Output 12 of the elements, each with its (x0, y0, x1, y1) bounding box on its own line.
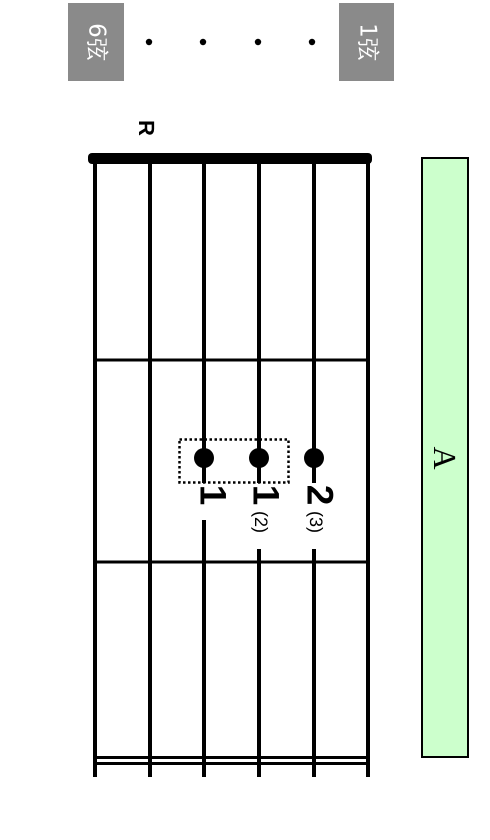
chord-name-box (421, 157, 469, 758)
finger-number: 1 (194, 484, 232, 506)
string-label-box (68, 3, 124, 81)
chord-name: A (429, 446, 461, 470)
alt-finger-number: (3) (307, 511, 325, 533)
string-label-box (339, 3, 394, 81)
root-marker: R (135, 120, 157, 136)
string-label: 6弦 (84, 23, 108, 61)
alt-finger-number: (2) (252, 511, 270, 533)
finger-number: 2 (302, 484, 338, 506)
finger-number: 1 (248, 484, 284, 506)
string-label: 1弦 (355, 23, 378, 61)
